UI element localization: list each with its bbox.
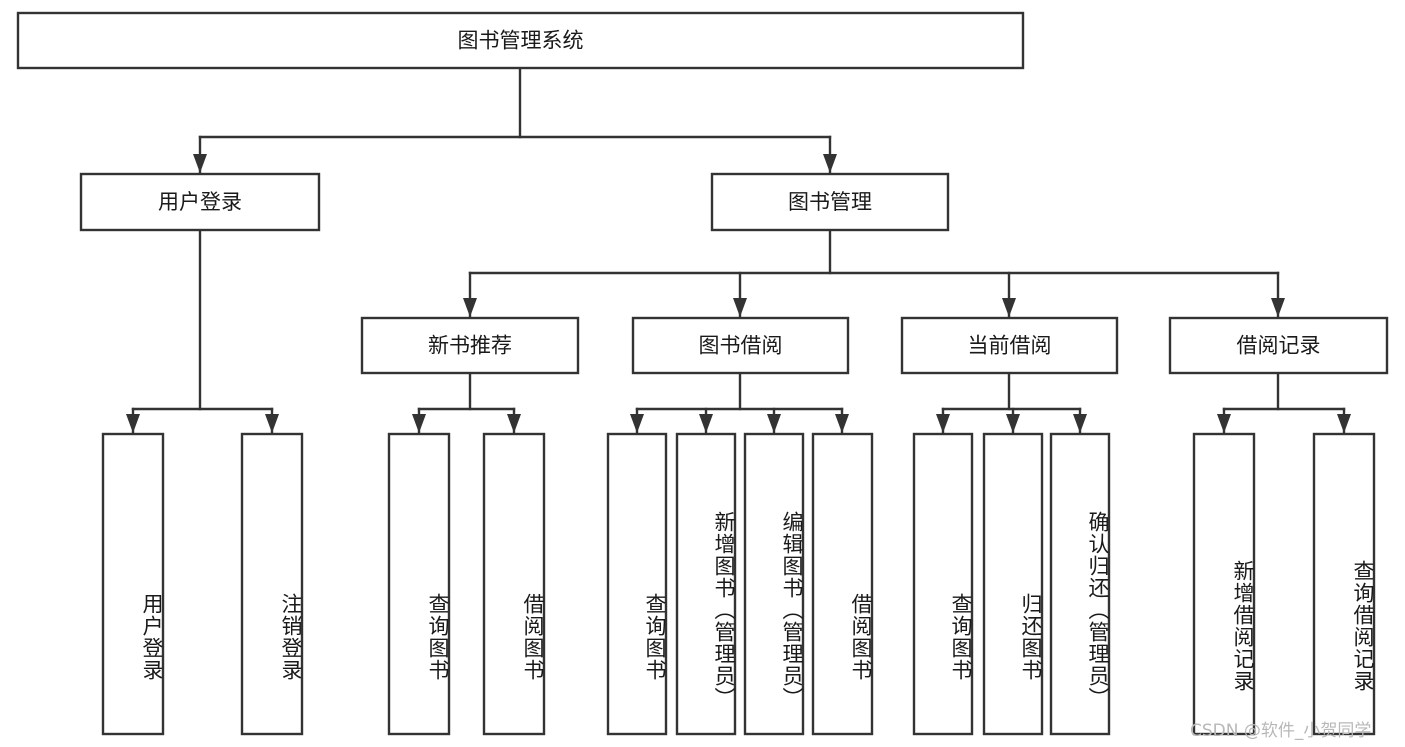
node-box-leaf-query-book-current[interactable] (912, 432, 974, 736)
arrow-head-icon (699, 414, 713, 433)
node-box-current-borrow[interactable] (900, 316, 1119, 375)
boxes-layer (16, 11, 1389, 736)
node-box-leaf-confirm-return-admin[interactable] (1049, 432, 1111, 736)
arrow-head-icon (463, 298, 477, 317)
node-label-borrow-record: 借阅记录 (1237, 334, 1321, 358)
node-box-new-book-recommend[interactable] (360, 316, 580, 375)
node-box-leaf-return-book[interactable] (982, 432, 1044, 736)
arrow-head-icon (1073, 414, 1087, 433)
node-box-leaf-add-book-admin[interactable] (675, 432, 737, 736)
node-box-leaf-query-book-borrow[interactable] (606, 432, 668, 736)
arrow-head-icon (936, 414, 950, 433)
node-box-leaf-query-book-recommend[interactable] (387, 432, 451, 736)
csdn-watermark: CSDN @软件_小贺同学 (1190, 721, 1372, 741)
node-label-user-login: 用户登录 (158, 190, 242, 214)
node-label-book-management: 图书管理 (788, 190, 872, 214)
arrow-head-icon (1271, 298, 1285, 317)
arrow-head-icon (630, 414, 644, 433)
node-box-root[interactable] (16, 11, 1025, 70)
arrow-head-icon (823, 154, 837, 173)
node-label-book-borrow: 图书借阅 (699, 334, 783, 358)
node-box-leaf-query-borrow-record[interactable] (1312, 432, 1376, 736)
node-box-book-management[interactable] (710, 172, 950, 232)
arrow-head-icon (1002, 298, 1016, 317)
arrow-head-icon (767, 414, 781, 433)
arrow-head-icon (507, 414, 521, 433)
arrow-head-icon (835, 414, 849, 433)
arrow-head-icon (126, 414, 140, 433)
node-box-leaf-user-login[interactable] (101, 432, 165, 736)
node-box-leaf-add-borrow-record[interactable] (1192, 432, 1256, 736)
arrow-head-icon (1337, 414, 1351, 433)
node-box-leaf-borrow-book[interactable] (811, 432, 874, 736)
arrow-head-icon (733, 298, 747, 317)
node-box-borrow-record[interactable] (1168, 316, 1389, 375)
arrow-head-icon (193, 154, 207, 173)
arrow-head-icon (265, 414, 279, 433)
node-label-new-book-recommend: 新书推荐 (428, 334, 512, 358)
arrow-head-icon (1006, 414, 1020, 433)
arrow-head-icon (1217, 414, 1231, 433)
connectors-layer (126, 66, 1351, 435)
node-box-user-login[interactable] (79, 172, 321, 232)
node-box-book-borrow[interactable] (631, 316, 850, 375)
node-label-current-borrow: 当前借阅 (968, 334, 1052, 358)
node-box-leaf-borrow-book-recommend[interactable] (482, 432, 546, 736)
arrow-head-icon (412, 414, 426, 433)
node-box-leaf-logout-login[interactable] (240, 432, 304, 736)
node-label-root: 图书管理系统 (458, 29, 584, 53)
node-box-leaf-edit-book-admin[interactable] (743, 432, 805, 736)
